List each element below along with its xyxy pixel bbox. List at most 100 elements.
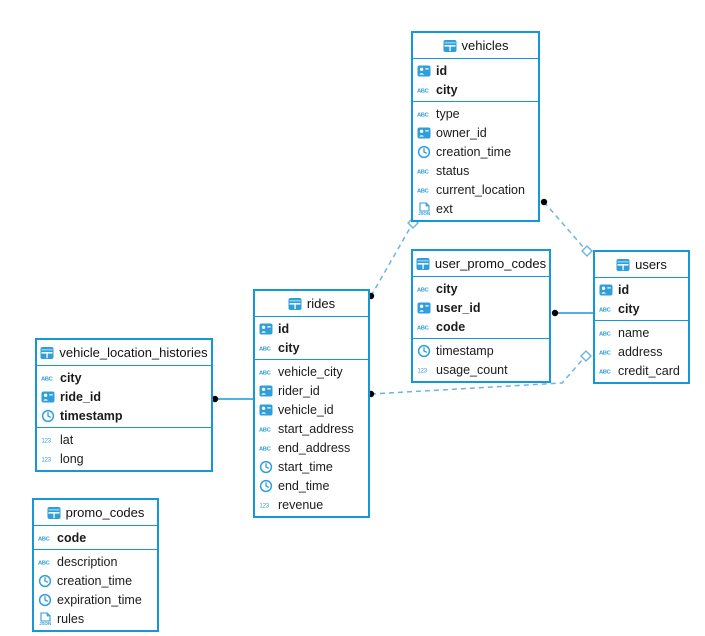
svg-text:ABC: ABC xyxy=(417,112,429,118)
table-header[interactable]: rides xyxy=(255,291,368,317)
relation-line[interactable] xyxy=(370,227,411,297)
table-header[interactable]: user_promo_codes xyxy=(413,251,549,277)
number-icon: 123 xyxy=(259,498,273,512)
relation-endpoint-dot xyxy=(551,309,559,317)
svg-text:123: 123 xyxy=(41,456,51,463)
table-title: promo_codes xyxy=(65,505,145,520)
column-name: city xyxy=(436,82,458,97)
column-row: id xyxy=(595,280,688,299)
abc-icon: ABC xyxy=(259,365,273,379)
column-name: user_id xyxy=(436,300,481,315)
column-row: vehicle_id xyxy=(255,400,368,419)
column-name: code xyxy=(57,530,87,545)
abc-icon: ABC xyxy=(417,183,431,197)
relation-line[interactable] xyxy=(543,201,585,249)
clock-icon xyxy=(417,344,431,358)
column-row: timestamp xyxy=(37,406,211,425)
id-card-icon xyxy=(259,403,273,417)
column-row: creation_time xyxy=(34,571,157,590)
column-name: city xyxy=(60,370,82,385)
column-row: ABC address xyxy=(595,342,688,361)
table-title: user_promo_codes xyxy=(434,256,547,271)
column-name: address xyxy=(618,344,663,359)
table-icon xyxy=(416,257,430,271)
column-name: ext xyxy=(436,201,453,216)
svg-text:123: 123 xyxy=(259,502,269,509)
column-name: id xyxy=(278,321,290,336)
relation-vehicles-to-users xyxy=(540,198,593,257)
abc-icon: ABC xyxy=(417,83,431,97)
svg-text:ABC: ABC xyxy=(417,169,429,175)
svg-text:ABC: ABC xyxy=(417,88,429,94)
column-row: owner_id xyxy=(413,123,538,142)
id-card-icon xyxy=(417,126,431,140)
svg-text:ABC: ABC xyxy=(259,427,271,433)
column-name: creation_time xyxy=(436,144,512,159)
table-header[interactable]: users xyxy=(595,252,688,278)
column-name: id xyxy=(436,63,448,78)
svg-text:ABC: ABC xyxy=(599,307,611,313)
table-header[interactable]: vehicle_location_histories xyxy=(37,340,211,366)
svg-text:ABC: ABC xyxy=(599,369,611,375)
column-row: ABC city xyxy=(37,368,211,387)
column-row: end_time xyxy=(255,476,368,495)
column-row: ride_id xyxy=(37,387,211,406)
clock-icon xyxy=(38,574,52,588)
column-row: user_id xyxy=(413,298,549,317)
table-title: vehicles xyxy=(461,38,509,53)
column-name: lat xyxy=(60,432,74,447)
column-name: type xyxy=(436,106,460,121)
column-name: expiration_time xyxy=(57,592,142,607)
column-name: city xyxy=(618,301,640,316)
abc-icon: ABC xyxy=(599,326,613,340)
id-card-icon xyxy=(417,64,431,78)
relation-line[interactable] xyxy=(370,358,584,395)
column-name: revenue xyxy=(278,497,324,512)
column-name: city xyxy=(278,340,300,355)
table-header[interactable]: vehicles xyxy=(413,33,538,59)
svg-text:123: 123 xyxy=(417,367,427,374)
relation-user_promo_codes-to-users xyxy=(551,309,593,317)
column-name: start_time xyxy=(278,459,333,474)
column-name: name xyxy=(618,325,650,340)
svg-text:JSON: JSON xyxy=(418,211,430,216)
table-header[interactable]: promo_codes xyxy=(34,500,157,526)
svg-text:ABC: ABC xyxy=(38,536,50,542)
svg-text:ABC: ABC xyxy=(417,287,429,293)
number-icon: 123 xyxy=(41,433,55,447)
column-row: ABC city xyxy=(595,299,688,318)
column-row: 123 revenue xyxy=(255,495,368,514)
column-name: long xyxy=(60,451,84,466)
abc-icon: ABC xyxy=(599,345,613,359)
column-name: code xyxy=(436,319,466,334)
clock-icon xyxy=(259,460,273,474)
relation-vehicle_location_histories-to-rides xyxy=(211,395,253,403)
relation-endpoint-dot xyxy=(540,198,548,206)
abc-icon: ABC xyxy=(417,164,431,178)
abc-icon: ABC xyxy=(417,282,431,296)
abc-icon: ABC xyxy=(41,371,55,385)
table-icon xyxy=(616,258,630,272)
column-name: timestamp xyxy=(436,343,494,358)
clock-icon xyxy=(38,593,52,607)
json-icon: JSON xyxy=(38,611,52,626)
